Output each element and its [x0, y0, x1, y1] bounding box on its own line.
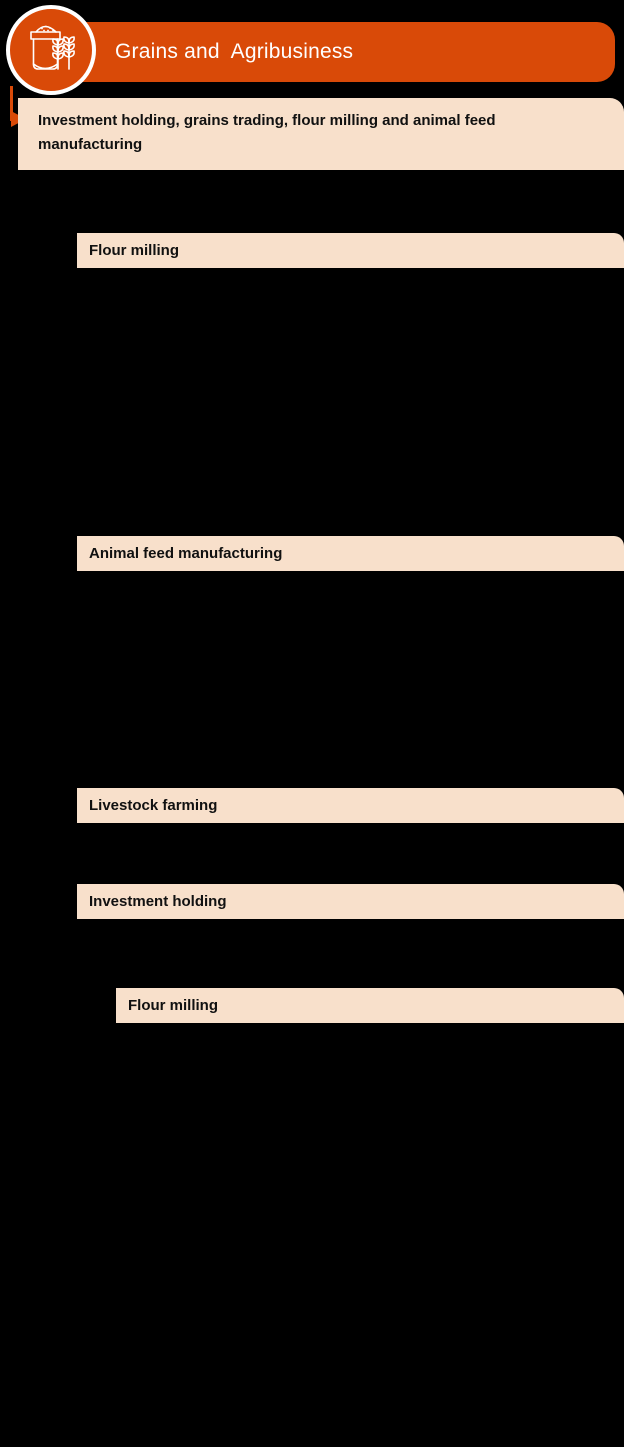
- activity-bar-flour-milling-1[interactable]: Flour milling: [77, 233, 624, 268]
- activity-label: Animal feed manufacturing: [89, 545, 283, 562]
- activity-bar-investment-holding[interactable]: Investment holding: [77, 884, 624, 919]
- section-header-bar: Grains and Agribusiness: [60, 22, 615, 82]
- description-panel: Investment holding, grains trading, flou…: [18, 98, 624, 170]
- activity-label: Investment holding: [89, 893, 227, 910]
- description-text: Investment holding, grains trading, flou…: [38, 112, 496, 153]
- activity-bar-animal-feed-manufacturing[interactable]: Animal feed manufacturing: [77, 536, 624, 571]
- page-title: Grains and Agribusiness: [115, 40, 354, 63]
- connector-line: [10, 86, 13, 121]
- activity-label: Flour milling: [89, 242, 179, 259]
- activity-bar-livestock-farming[interactable]: Livestock farming: [77, 788, 624, 823]
- activity-bar-flour-milling-2[interactable]: Flour milling: [116, 988, 624, 1023]
- grain-sack-wheat-icon: [6, 5, 96, 95]
- activity-label: Flour milling: [128, 997, 218, 1014]
- activity-label: Livestock farming: [89, 797, 218, 814]
